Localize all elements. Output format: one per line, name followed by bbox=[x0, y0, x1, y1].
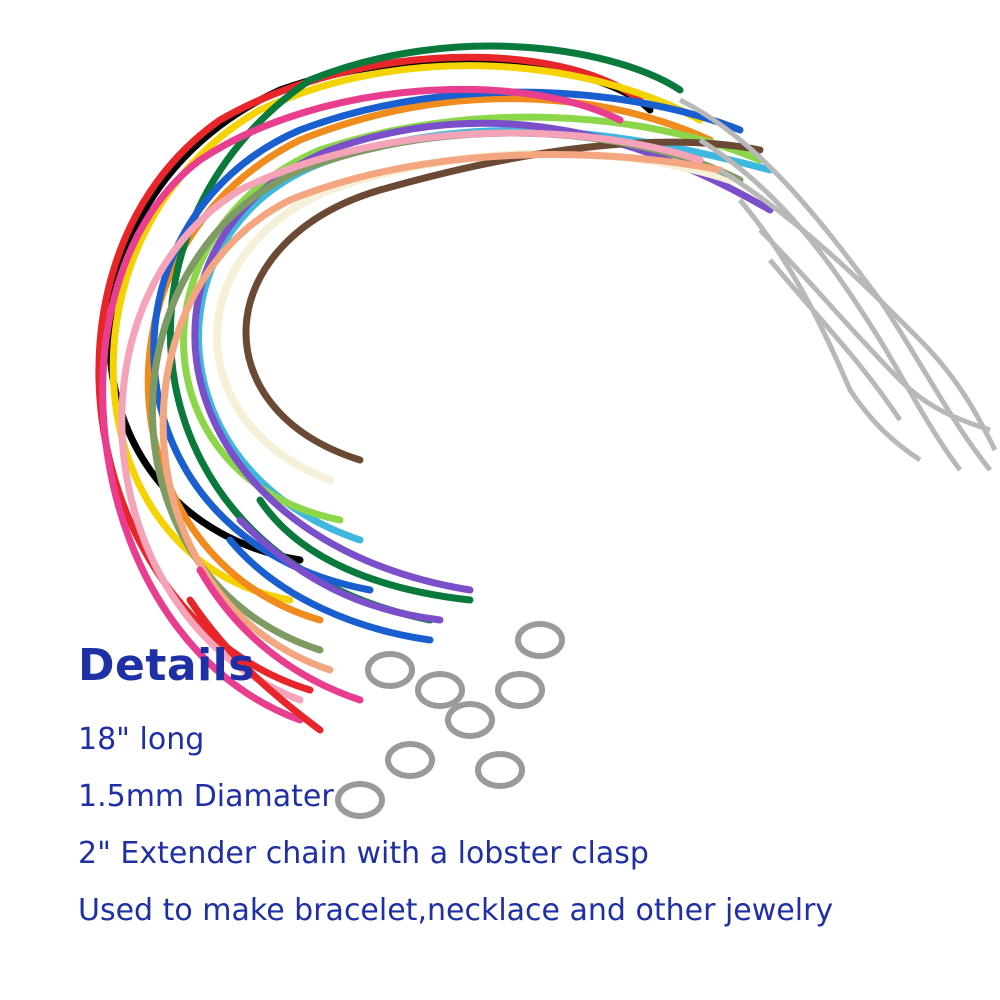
cord-olive bbox=[149, 129, 744, 654]
lobster-clasp-icon bbox=[335, 621, 565, 819]
detail-item-usage: Used to make bracelet,necklace and other… bbox=[78, 893, 834, 928]
cord-peach bbox=[159, 151, 724, 674]
cord-purple bbox=[191, 119, 774, 594]
cord-yellow bbox=[109, 62, 704, 604]
cord-sky bbox=[195, 126, 774, 544]
cord-light-pink bbox=[118, 129, 704, 704]
detail-item-extender: 2" Extender chain with a lobster clasp bbox=[78, 836, 649, 871]
cord-blue bbox=[150, 88, 744, 594]
extender-chain-icon bbox=[678, 97, 998, 472]
cord-cream bbox=[213, 149, 734, 484]
details-title: Details bbox=[78, 640, 255, 691]
detail-item-length: 18" long bbox=[78, 722, 205, 757]
details-block: Details 18" long 1.5mm Diamater 2" Exten… bbox=[78, 635, 833, 939]
cord-pink bbox=[99, 85, 624, 724]
details-list: 18" long 1.5mm Diamater 2" Extender chai… bbox=[78, 711, 833, 939]
detail-item-diameter: 1.5mm Diamater bbox=[78, 779, 334, 814]
